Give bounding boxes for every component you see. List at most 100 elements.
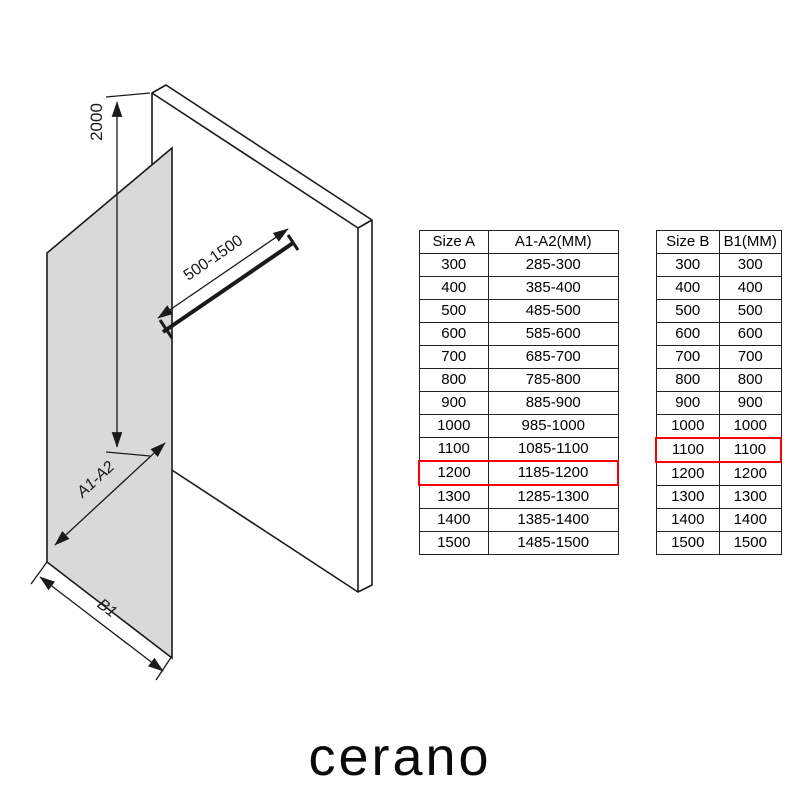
table-cell: 485-500 <box>488 299 619 323</box>
height-dimension-label: 2000 <box>87 103 106 141</box>
wall-mount <box>286 234 300 251</box>
table-cell: 1200 <box>655 461 720 486</box>
table-cell: 900 <box>418 391 489 415</box>
table-cell: 1000 <box>719 414 782 439</box>
table-cell: 1100 <box>418 437 489 462</box>
table-cell: 885-900 <box>488 391 619 415</box>
table-cell: 400 <box>719 276 782 300</box>
table-cell: 500 <box>418 299 489 323</box>
table-cell: 1485-1500 <box>488 531 619 555</box>
brand-logo: cerano <box>308 727 492 787</box>
table-cell: 685-700 <box>488 345 619 369</box>
table-cell: 1300 <box>418 484 489 509</box>
table-cell: 1300 <box>719 485 782 509</box>
glass-panel <box>46 146 173 660</box>
table-cell: 1500 <box>655 531 720 555</box>
table-cell: 300 <box>719 253 782 277</box>
column-header: Size A <box>418 230 489 254</box>
bar-dimension-line <box>157 228 289 319</box>
wall <box>151 84 373 593</box>
base-dimension <box>30 561 173 681</box>
table-cell: 600 <box>655 322 720 346</box>
column-header: A1-A2(MM) <box>488 230 619 254</box>
table-cell: 800 <box>655 368 720 392</box>
table-cell: 500 <box>719 299 782 323</box>
table-cell: 600 <box>418 322 489 346</box>
table-cell: 1200 <box>418 460 489 486</box>
table-cell: 700 <box>719 345 782 369</box>
table-cell: 900 <box>719 391 782 415</box>
table-cell: 1185-1200 <box>488 460 619 486</box>
extension-tick-left <box>30 561 48 585</box>
table-cell: 300 <box>418 253 489 277</box>
table-cell: 1400 <box>418 508 489 532</box>
table-cell: 700 <box>418 345 489 369</box>
shower-panel-technical-drawing: 2000 500-1500 A1-A2 B1 <box>30 84 373 681</box>
table-cell: 1400 <box>655 508 720 532</box>
table-cell: 1300 <box>655 485 720 509</box>
table-cell: 900 <box>655 391 720 415</box>
table-cell: 1285-1300 <box>488 484 619 509</box>
table-cell: 400 <box>418 276 489 300</box>
width-dimension-line <box>54 442 166 546</box>
column-header: B1(MM) <box>719 230 782 254</box>
table-cell: 985-1000 <box>488 414 619 438</box>
table-cell: 400 <box>655 276 720 300</box>
base-dimension-line <box>39 576 164 672</box>
table-cell: 700 <box>655 345 720 369</box>
table-cell: 585-600 <box>488 322 619 346</box>
table-cell: 1085-1100 <box>488 437 619 462</box>
table-cell: 785-800 <box>488 368 619 392</box>
panel-clamp <box>158 319 174 339</box>
extension-tick-right <box>155 655 173 681</box>
table-cell: 1400 <box>719 508 782 532</box>
table-cell: 800 <box>418 368 489 392</box>
table-cell: 1100 <box>655 437 720 463</box>
table-cell: 1500 <box>719 531 782 555</box>
table-cell: 800 <box>719 368 782 392</box>
table-cell: 285-300 <box>488 253 619 277</box>
wall-thickness-edge <box>357 219 373 229</box>
table-cell: 600 <box>719 322 782 346</box>
table-cell: 1200 <box>719 461 782 486</box>
table-cell: 1000 <box>655 414 720 439</box>
table-cell: 385-400 <box>488 276 619 300</box>
table-cell: 500 <box>655 299 720 323</box>
table-cell: 1500 <box>418 531 489 555</box>
table-cell: 300 <box>655 253 720 277</box>
extension-line-top <box>105 92 151 98</box>
table-cell: 1385-1400 <box>488 508 619 532</box>
column-header: Size B <box>655 230 720 254</box>
